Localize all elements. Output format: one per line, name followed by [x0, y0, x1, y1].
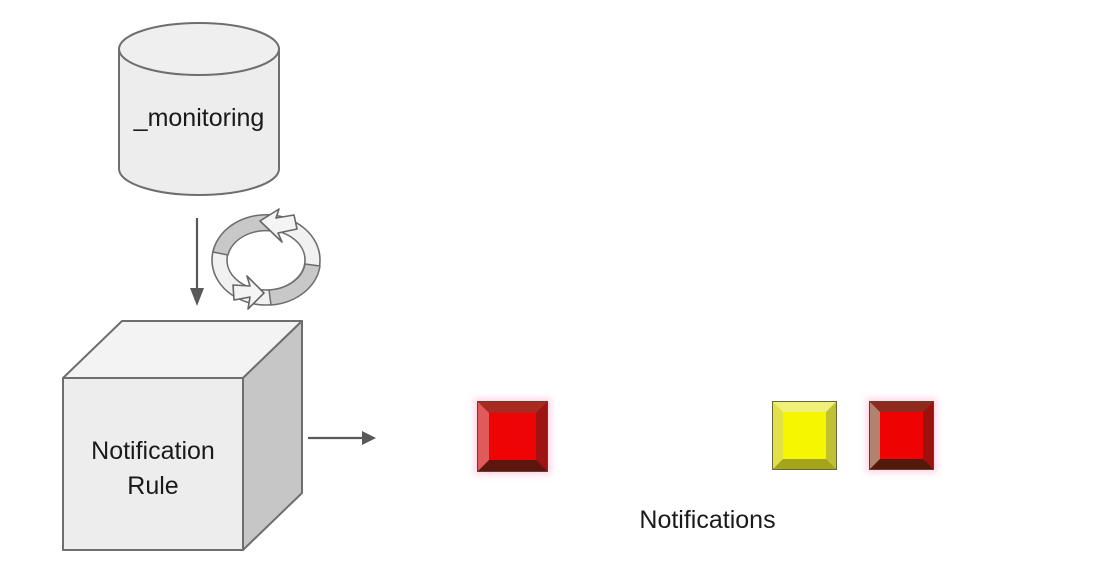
status-square-red-output: [477, 401, 548, 472]
notification-rule-cube: [62, 320, 303, 551]
down-arrow-icon: [190, 218, 204, 306]
sync-loop-icon: [211, 208, 321, 310]
monitoring-database-label: _monitoring: [133, 104, 265, 132]
monitoring-database-cylinder: [118, 22, 280, 196]
notification-rule-label-line1: Notification: [91, 437, 215, 465]
status-square-yellow-notification: [772, 401, 837, 470]
right-arrow-icon: [308, 431, 376, 445]
notification-rule-label-line2: Rule: [127, 471, 179, 500]
status-square-red-notification: [869, 401, 934, 470]
notifications-label: Notifications: [639, 506, 776, 534]
notification-rule-label: Notification Rule: [63, 434, 243, 503]
